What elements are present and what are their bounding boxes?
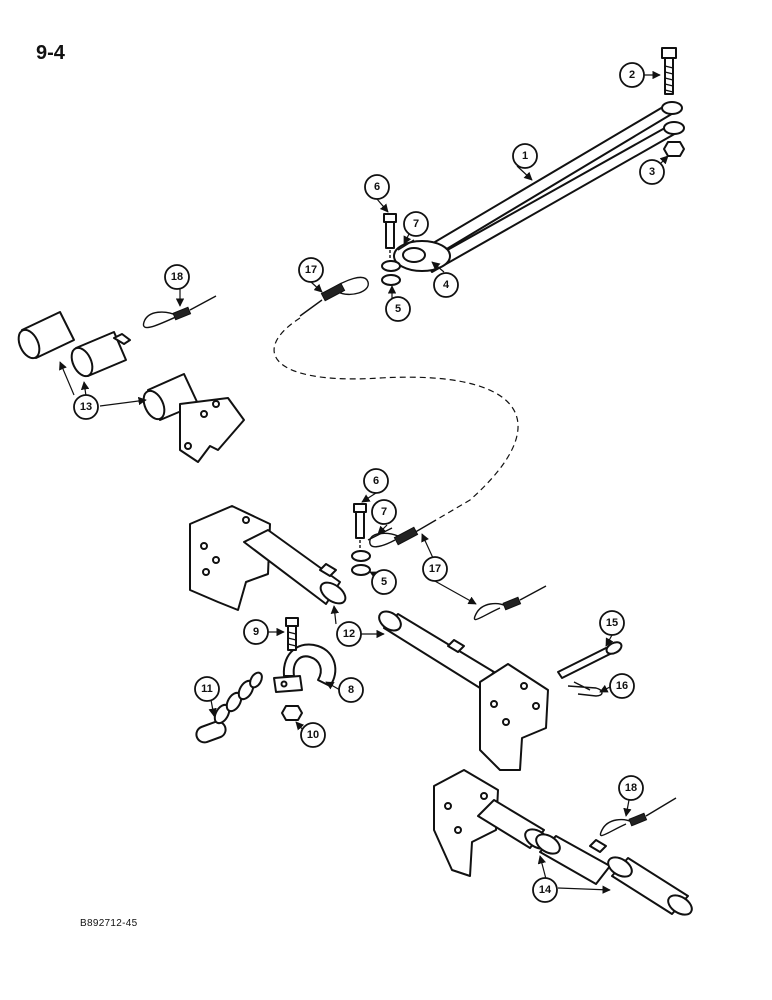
callout-18-upper: 18 bbox=[164, 264, 190, 290]
svg-text:14: 14 bbox=[539, 884, 552, 896]
svg-text:2: 2 bbox=[629, 69, 635, 81]
callout-2: 2 bbox=[619, 62, 645, 88]
svg-text:12: 12 bbox=[343, 628, 355, 640]
hitch-bar bbox=[417, 101, 685, 273]
svg-text:15: 15 bbox=[606, 617, 618, 629]
main-tube-left bbox=[189, 505, 347, 611]
callout-1: 1 bbox=[512, 143, 538, 169]
callout-10: 10 bbox=[300, 722, 326, 748]
svg-text:7: 7 bbox=[381, 506, 387, 518]
svg-text:8: 8 bbox=[348, 684, 354, 696]
safety-cable bbox=[273, 276, 519, 548]
callout-15: 15 bbox=[599, 610, 625, 636]
svg-text:13: 13 bbox=[80, 401, 92, 413]
callout-7-upper: 7 bbox=[403, 211, 429, 237]
callout-16: 16 bbox=[609, 673, 635, 699]
bolt-top bbox=[661, 47, 677, 95]
clevis-pin-upper bbox=[383, 213, 397, 262]
callout-8: 8 bbox=[338, 677, 364, 703]
svg-text:10: 10 bbox=[307, 729, 319, 741]
svg-text:16: 16 bbox=[616, 680, 628, 692]
callout-6-upper: 6 bbox=[364, 174, 390, 200]
callout-12: 12 bbox=[336, 621, 362, 647]
cotter-pin-upper bbox=[397, 239, 415, 251]
nut-lower bbox=[281, 705, 303, 721]
callout-13: 13 bbox=[73, 394, 99, 420]
callout-4: 4 bbox=[433, 272, 459, 298]
hitch-pin bbox=[557, 641, 623, 679]
drawing-code: B892712-45 bbox=[80, 918, 138, 929]
callout-5-lower: 5 bbox=[371, 569, 397, 595]
callout-6-lower: 6 bbox=[363, 468, 389, 494]
clevis-pin-lower bbox=[353, 503, 367, 552]
svg-text:3: 3 bbox=[649, 166, 655, 178]
svg-text:11: 11 bbox=[201, 683, 213, 695]
svg-text:4: 4 bbox=[443, 279, 450, 291]
nut-top bbox=[663, 141, 685, 157]
callout-18-lower: 18 bbox=[618, 775, 644, 801]
svg-text:17: 17 bbox=[429, 563, 441, 575]
callout-11: 11 bbox=[194, 676, 220, 702]
hairpin-clip bbox=[567, 681, 603, 697]
bolt-lower bbox=[285, 617, 299, 651]
svg-text:7: 7 bbox=[413, 218, 419, 230]
pipe-clamp bbox=[273, 643, 337, 693]
cable-loop-upper bbox=[142, 295, 217, 329]
page-number: 9-4 bbox=[36, 42, 65, 64]
svg-text:18: 18 bbox=[625, 782, 637, 794]
washers-upper bbox=[381, 260, 401, 286]
callout-17-lower: 17 bbox=[422, 556, 448, 582]
callout-5-upper: 5 bbox=[385, 296, 411, 322]
tube-sections-lower bbox=[433, 769, 693, 916]
svg-text:18: 18 bbox=[171, 271, 183, 283]
cable-loop-lower bbox=[599, 797, 677, 837]
svg-text:1: 1 bbox=[522, 150, 528, 162]
svg-text:6: 6 bbox=[374, 181, 380, 193]
callout-3: 3 bbox=[639, 159, 665, 185]
svg-text:17: 17 bbox=[305, 264, 317, 276]
svg-text:6: 6 bbox=[373, 475, 379, 487]
callout-7-lower: 7 bbox=[371, 499, 397, 525]
svg-text:9: 9 bbox=[253, 626, 259, 638]
cable-loop-middle bbox=[473, 585, 547, 621]
tube-sections-left bbox=[17, 311, 245, 463]
washers-lower bbox=[351, 550, 371, 576]
svg-text:5: 5 bbox=[395, 303, 401, 315]
callout-9: 9 bbox=[243, 619, 269, 645]
chain-links bbox=[195, 671, 263, 744]
svg-text:5: 5 bbox=[381, 576, 387, 588]
callout-17-upper: 17 bbox=[298, 257, 324, 283]
hitch-plate bbox=[393, 240, 451, 272]
main-tube-right bbox=[378, 610, 549, 771]
callout-14: 14 bbox=[532, 877, 558, 903]
